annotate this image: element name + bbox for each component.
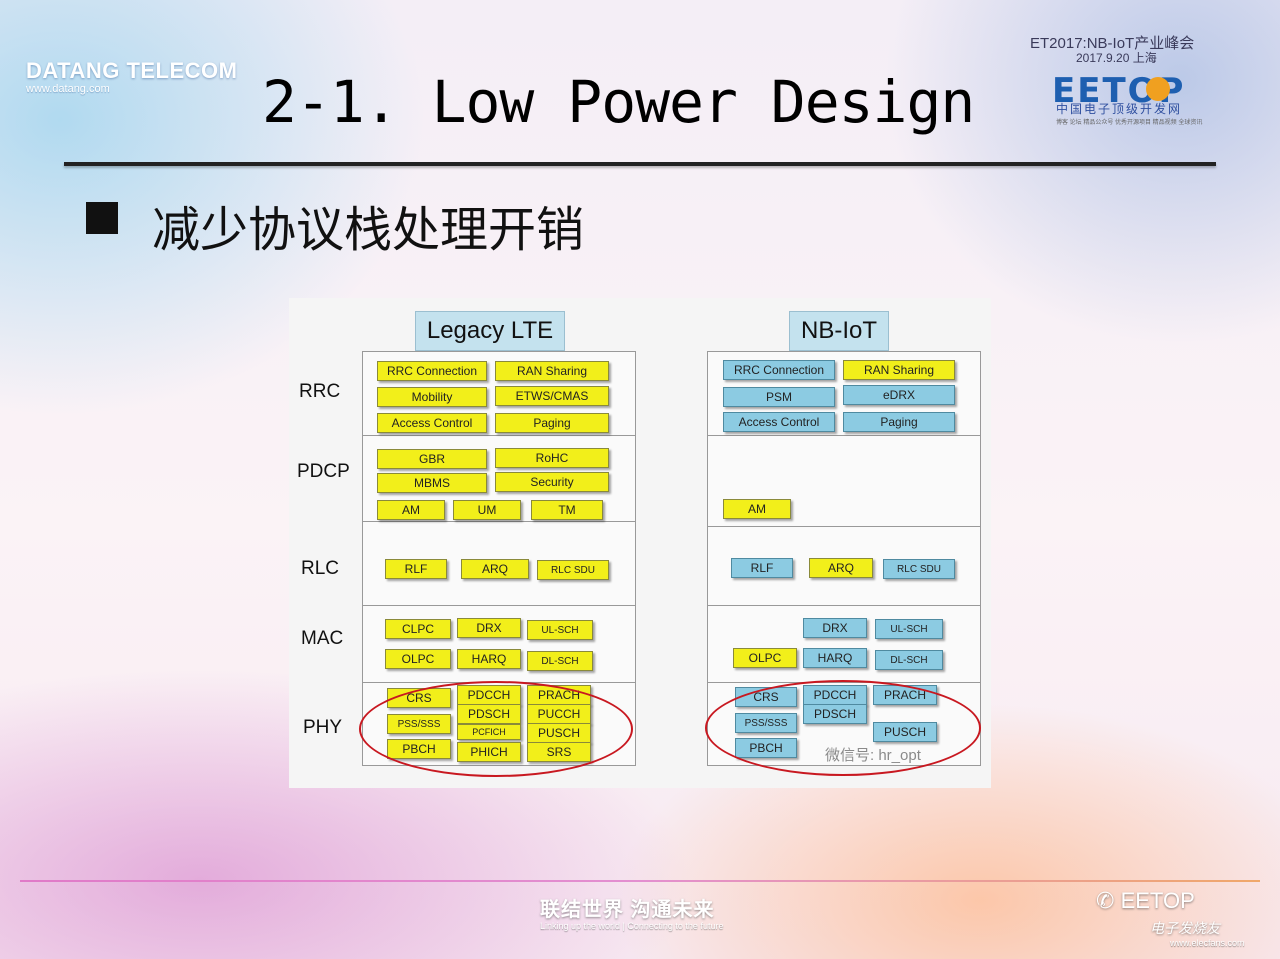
wechat-icon: ✆ <box>1096 888 1115 913</box>
legacy-phy-highlight-ellipse <box>359 681 633 777</box>
nbiot-mac-box: DRX <box>803 618 867 638</box>
nbiot-rrc-box: PSM <box>723 387 835 407</box>
nbiot-layer-pdcp <box>708 435 980 527</box>
nbiot-rlc-box: RLC SDU <box>883 559 955 579</box>
legacy-rrc-box: Mobility <box>377 387 487 407</box>
legacy-layer-pdcp <box>363 435 635 522</box>
nbiot-layer-rrc <box>708 352 980 436</box>
legacy-title: Legacy LTE <box>415 311 565 351</box>
wechat-watermark: 微信号: hr_opt <box>825 747 921 764</box>
nbiot-rrc-box: Paging <box>843 412 955 432</box>
legacy-pdcp-box: RoHC <box>495 448 609 468</box>
nbiot-mac-box: UL-SCH <box>875 619 943 639</box>
bullet-text: 减少协议栈处理开销 <box>152 202 585 258</box>
nbiot-rrc-box: RRC Connection <box>723 360 835 380</box>
wechat-name: EETOP <box>1120 888 1195 913</box>
eetop-tagline: 博客 论坛 精品公众号 优秀开源项目 精品视频 全球资讯 <box>1056 120 1203 126</box>
slide-title: 2-1. Low Power Design <box>262 68 975 136</box>
nbiot-mac-box: DL-SCH <box>875 650 943 670</box>
legacy-rrc-box: RAN Sharing <box>495 361 609 381</box>
legacy-layer-rlc <box>363 521 635 606</box>
legacy-layer-rrc <box>363 352 635 436</box>
legacy-layer-mac <box>363 605 635 683</box>
legacy-mac-box: OLPC <box>385 649 451 669</box>
nbiot-layer-rlc <box>708 526 980 606</box>
elecfans-site-name: 电子发烧友 <box>1150 920 1220 936</box>
layer-label-pdcp: PDCP <box>297 461 350 482</box>
nbiot-rrc-box: Access Control <box>723 412 835 432</box>
nbiot-layer-mac <box>708 605 980 683</box>
footer-slogan: 联结世界 沟通未来 <box>540 899 715 921</box>
legacy-pdcp-box: TM <box>531 500 603 520</box>
legacy-rrc-box: RRC Connection <box>377 361 487 381</box>
nbiot-rlc-box: ARQ <box>809 558 873 578</box>
legacy-rlc-box: RLC SDU <box>537 560 609 580</box>
elecfans-url: www.elecfans.com <box>1170 938 1245 948</box>
legacy-rrc-box: ETWS/CMAS <box>495 386 609 406</box>
protocol-stack-diagram: Legacy LTE NB-IoT RRC PDCP RLC MAC PHY R… <box>289 298 991 788</box>
layer-label-phy: PHY <box>303 717 343 738</box>
legacy-pdcp-box: AM <box>377 500 445 520</box>
legacy-rrc-box: Paging <box>495 413 609 433</box>
footer-slogan-en: Linking up the world | Connecting to the… <box>540 921 724 931</box>
footer-divider <box>20 880 1260 882</box>
wechat-account-name: ✆ EETOP <box>1096 888 1195 914</box>
eetop-subtitle: 中国电子顶级开发网 <box>1056 102 1183 116</box>
layer-label-rlc: RLC <box>301 558 340 579</box>
nbiot-mac-box: OLPC <box>733 648 797 668</box>
legacy-mac-box: UL-SCH <box>527 620 593 640</box>
legacy-rlc-box: ARQ <box>461 559 529 579</box>
nbiot-rrc-box: RAN Sharing <box>843 360 955 380</box>
brand-name: DATANG TELECOM <box>26 58 238 83</box>
nbiot-mac-box: HARQ <box>803 648 867 668</box>
nbiot-phy-highlight-ellipse <box>705 680 981 776</box>
layer-label-mac: MAC <box>301 628 344 649</box>
eetop-logo: EETOP <box>1052 71 1183 111</box>
legacy-pdcp-box: MBMS <box>377 473 487 493</box>
legacy-pdcp-box: GBR <box>377 449 487 469</box>
layer-label-rrc: RRC <box>299 381 341 402</box>
legacy-mac-box: HARQ <box>457 649 521 669</box>
title-rule <box>64 162 1216 166</box>
legacy-pdcp-box: Security <box>495 472 609 492</box>
nbiot-title: NB-IoT <box>789 311 889 351</box>
event-date: 2017.9.20 上海 <box>1076 51 1157 65</box>
legacy-mac-box: DRX <box>457 618 521 638</box>
legacy-pdcp-box: UM <box>453 500 521 520</box>
nbiot-rrc-box: eDRX <box>843 385 955 405</box>
event-title: ET2017:NB-IoT产业峰会 <box>1030 35 1195 52</box>
nbiot-pdcp-box: AM <box>723 499 791 519</box>
legacy-mac-box: DL-SCH <box>527 651 593 671</box>
nbiot-rlc-box: RLF <box>731 558 793 578</box>
eetop-logo-dot <box>1146 77 1170 101</box>
legacy-mac-box: CLPC <box>385 619 451 639</box>
legacy-rlc-box: RLF <box>385 559 447 579</box>
brand-url: www.datang.com <box>26 83 110 95</box>
bullet-square-icon <box>86 202 118 234</box>
legacy-rrc-box: Access Control <box>377 413 487 433</box>
